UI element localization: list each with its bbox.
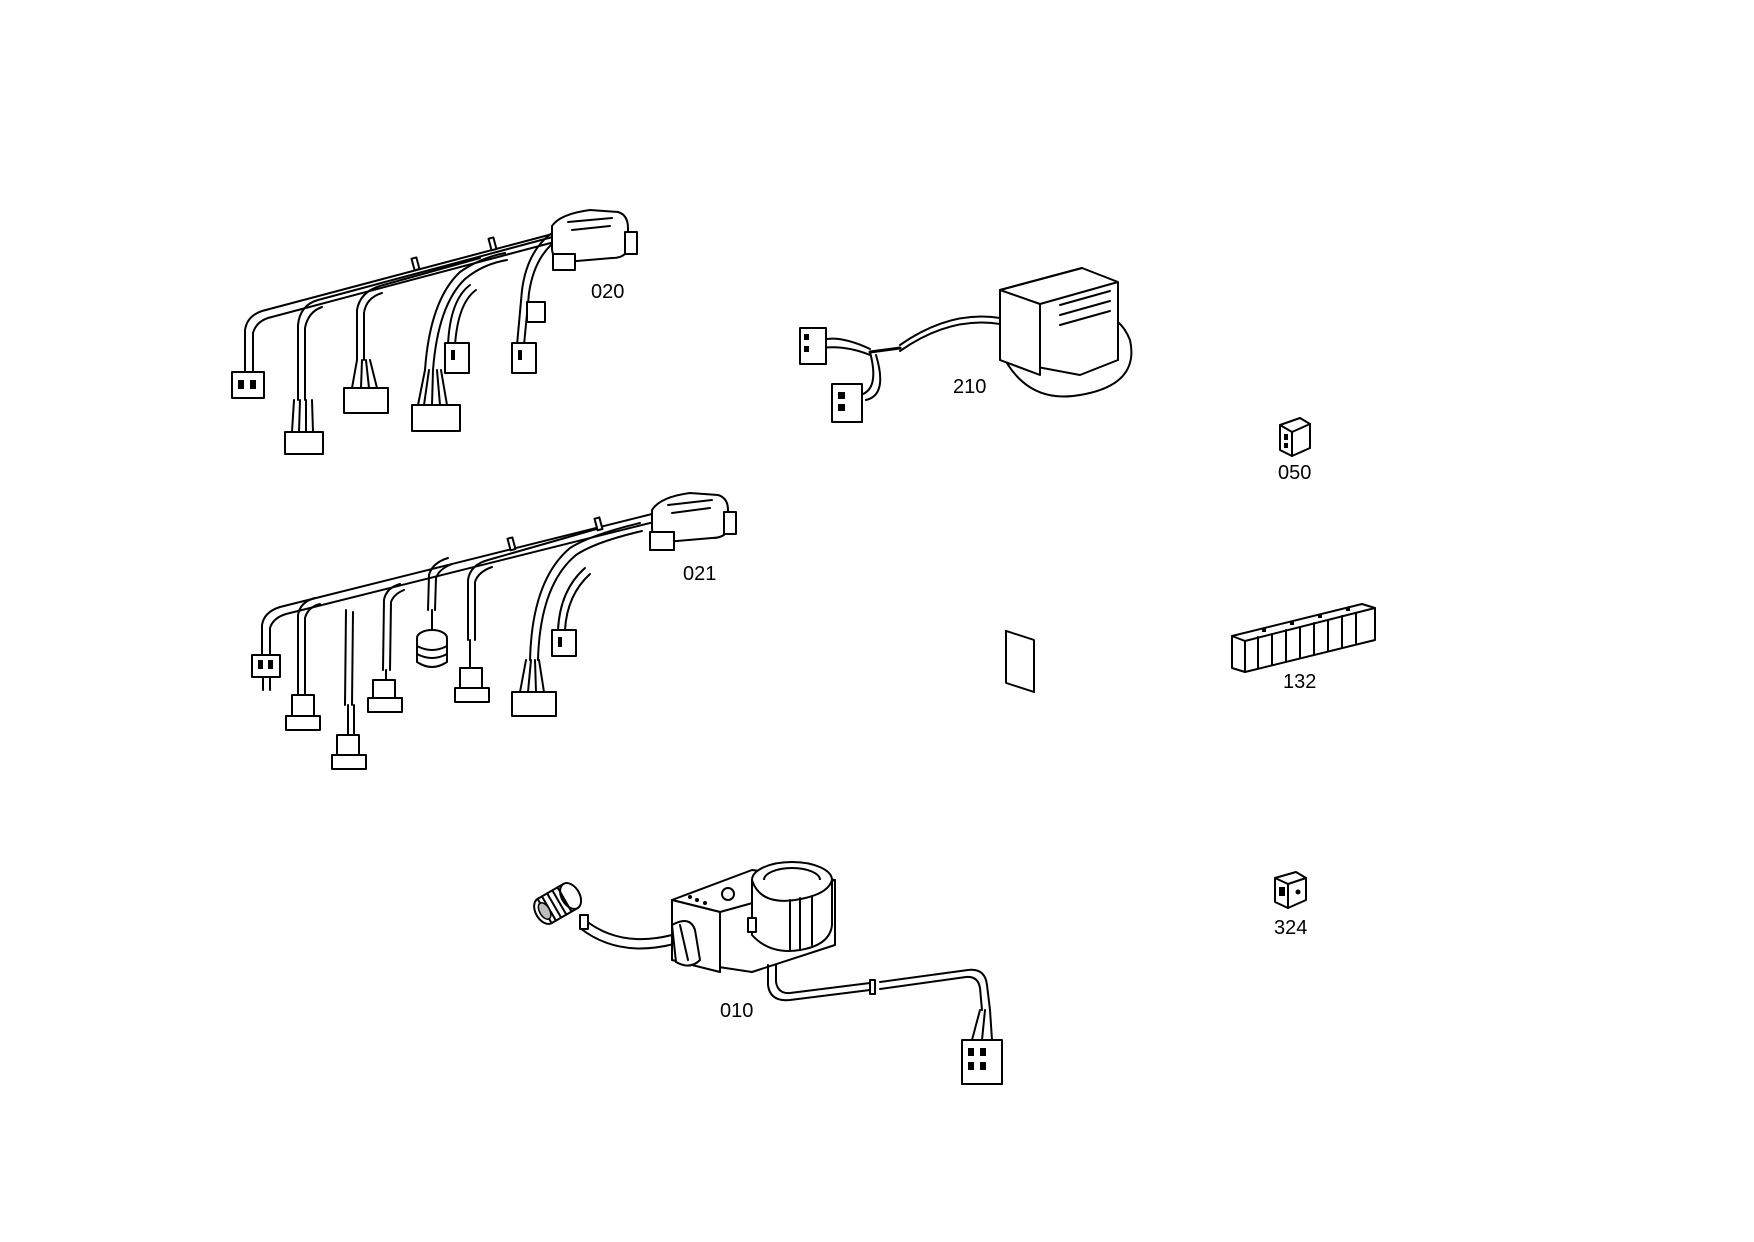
part-label-050: 050 — [1278, 462, 1311, 484]
part-label-324: 324 — [1274, 917, 1307, 939]
part-label-020: 020 — [591, 281, 624, 303]
work-lamp-210 — [799, 267, 1133, 694]
terminal-strip-132 — [1231, 603, 1376, 673]
clip-324 — [1274, 871, 1307, 909]
wiring-harness-021 — [251, 492, 737, 770]
wiring-harness-020 — [231, 209, 638, 455]
column-switch-010 — [533, 861, 1003, 1085]
part-label-132: 132 — [1283, 671, 1316, 693]
part-label-010: 010 — [720, 1000, 753, 1022]
part-label-210: 210 — [953, 376, 986, 398]
part-label-021: 021 — [683, 563, 716, 585]
connector-050 — [1279, 417, 1311, 457]
